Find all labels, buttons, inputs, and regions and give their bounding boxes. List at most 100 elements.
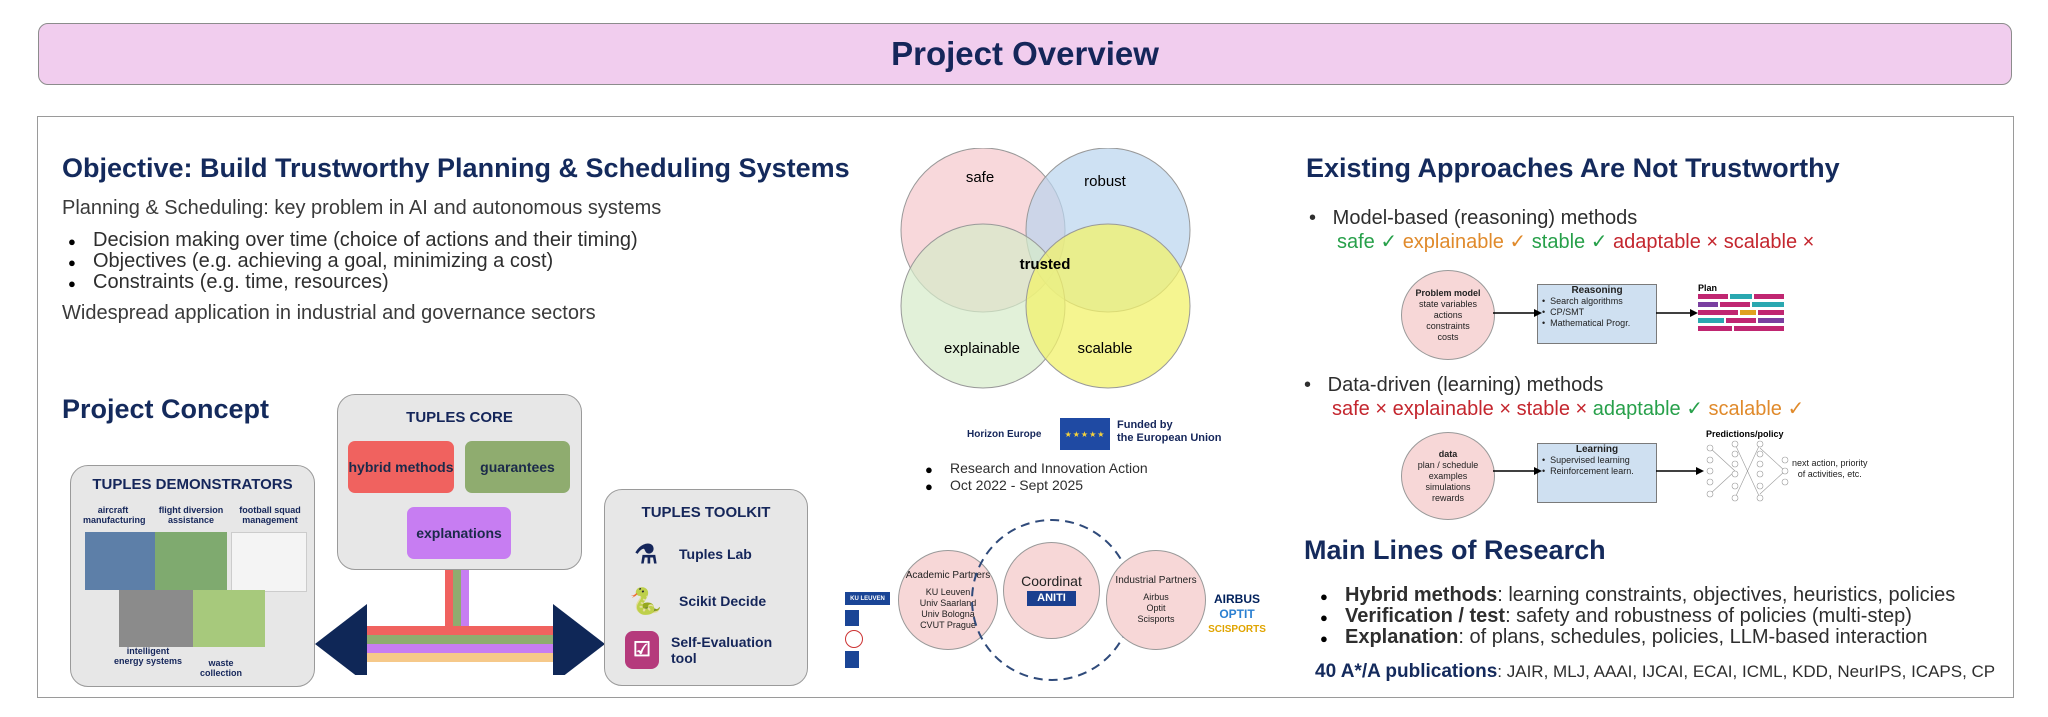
list-item: Constraints (e.g. time, resources) — [68, 272, 638, 295]
ku-leuven-logo: KU LEUVEN — [845, 592, 890, 605]
scisports-logo: SCISPORTS — [1208, 624, 1266, 635]
learning-box: Learning • Supervised learning • Reinfor… — [1537, 443, 1657, 503]
energy-image — [119, 590, 193, 647]
list-item: Explanation: of plans, schedules, polici… — [1320, 627, 1955, 650]
list-item: Objectives (e.g. achieving a goal, minim… — [68, 251, 638, 274]
existing-heading: Existing Approaches Are Not Trustworthy — [1306, 153, 1840, 183]
demo-energy-label: intelligent energy systems — [113, 646, 183, 666]
eu-flag-icon: ★★★★★ — [1060, 418, 1110, 450]
venn-label-scalable: scalable — [1077, 340, 1132, 357]
industrial-logos: AIRBUS OPTIT SCISPORTS — [1208, 592, 1266, 637]
list-item: Hybrid methods: learning constraints, ob… — [1320, 585, 1955, 608]
toolkit-title: TUPLES TOOLKIT — [641, 504, 771, 521]
tag-explainable: explainable ✓ — [1402, 231, 1527, 253]
lab-flask-icon: ⚗ — [634, 538, 658, 569]
data-driven-tags: safe × explainable × stable × adaptable … — [1332, 396, 1804, 421]
model-flow-arrows — [1493, 294, 1784, 331]
airbus-logo: AIRBUS — [1213, 592, 1260, 606]
tag-adaptable: adaptable × — [1613, 231, 1719, 253]
data-flow-arrows — [1493, 440, 1789, 502]
tag-explainable: explainable × — [1392, 398, 1512, 420]
coordinator-circle: Coordinat ANITI — [1003, 542, 1100, 639]
tag-adaptable: adaptable ✓ — [1592, 398, 1703, 420]
content-frame — [37, 116, 2014, 698]
cvut-logo-icon — [845, 651, 859, 668]
tag-scalable: scalable ✓ — [1708, 398, 1805, 420]
list-item: Research and Innovation Action — [925, 460, 1148, 478]
python-icon: 🐍 — [629, 585, 663, 616]
publications-line: 40 A*/A publications: JAIR, MLJ, AAAI, I… — [1315, 661, 1996, 682]
page-title: Project Overview — [891, 35, 1159, 72]
saarland-logo-icon — [845, 610, 859, 626]
demo-football-label: football squad management — [239, 505, 301, 525]
aniti-logo: ANITI — [1027, 590, 1076, 606]
venn-diagram: safe robust trusted explainable scalable — [900, 148, 1191, 389]
football-image — [231, 532, 307, 592]
demo-flight-label: flight diversion assistance — [158, 505, 224, 525]
problem-model-circle: Problem model state variables actions co… — [1401, 270, 1495, 360]
hybrid-methods-pill: hybrid methods — [348, 441, 454, 493]
objective-intro: Planning & Scheduling: key problem in AI… — [62, 197, 662, 219]
tag-stable: stable ✓ — [1531, 231, 1608, 253]
data-circle: data plan / schedule examples simulation… — [1401, 432, 1495, 520]
list-item: Verification / test: safety and robustne… — [1320, 606, 1955, 629]
tool-tuples-lab: ⚗Tuples Lab — [625, 533, 752, 575]
academic-partners-circle: Academic Partners KU Leuven Univ Saarlan… — [898, 550, 998, 650]
plan-gantt-icon — [1698, 294, 1784, 331]
tag-scalable: scalable × — [1723, 231, 1815, 253]
explanations-pill: explanations — [407, 507, 511, 559]
waste-map-image — [193, 590, 265, 647]
research-list: Hybrid methods: learning constraints, ob… — [1313, 585, 1955, 650]
arrow-right-icon — [553, 604, 605, 675]
list-item: Oct 2022 - Sept 2025 — [925, 477, 1148, 495]
connector-purple — [461, 569, 469, 634]
flight-map-image — [155, 532, 227, 590]
demo-aircraft-label: aircraft manufacturing — [83, 505, 146, 525]
tuples-core-box: TUPLES CORE hybrid methods guarantees ex… — [337, 394, 582, 570]
arrow-left-icon — [315, 604, 367, 675]
connector-bar-red — [360, 626, 570, 635]
venn-label-safe: safe — [966, 169, 994, 186]
bologna-logo-icon — [845, 630, 863, 648]
concept-connectors — [315, 569, 605, 675]
connector-green — [453, 569, 461, 634]
horizon-europe-label: Horizon Europe — [967, 429, 1042, 440]
venn-label-trusted: trusted — [1020, 256, 1071, 273]
demo-waste-label: waste collection — [199, 658, 242, 678]
checklist-icon: ☑ — [625, 631, 659, 669]
guarantees-pill: guarantees — [465, 441, 570, 493]
connector-bar-orange — [360, 653, 570, 662]
model-based-label: • Model-based (reasoning) methods — [1309, 207, 1638, 229]
predictions-label: Predictions/policy — [1706, 429, 1784, 439]
list-item: Decision making over time (choice of act… — [68, 230, 638, 253]
connector-bar-purple — [360, 644, 570, 653]
neural-network-icon — [1706, 440, 1789, 502]
objective-heading: Objective: Build Trustworthy Planning & … — [62, 153, 850, 183]
research-heading: Main Lines of Research — [1304, 535, 1606, 565]
data-driven-label: • Data-driven (learning) methods — [1304, 374, 1604, 396]
venn-label-explainable: explainable — [944, 340, 1020, 357]
optit-logo: OPTIT — [1219, 607, 1255, 621]
venn-label-robust: robust — [1084, 173, 1127, 190]
venn-scalable-circle — [1025, 223, 1191, 389]
funding-bullets: Research and Innovation Action Oct 2022 … — [918, 460, 1148, 495]
connector-red — [445, 569, 453, 634]
industrial-partners-circle: Industrial Partners Airbus Optit Scispor… — [1106, 550, 1206, 650]
tag-stable: stable × — [1516, 398, 1588, 420]
title-banner: Project Overview — [38, 23, 2012, 85]
aircraft-image — [85, 532, 155, 590]
objective-outro: Widespread application in industrial and… — [62, 302, 596, 324]
tag-safe: safe ✓ — [1337, 231, 1398, 253]
concept-heading: Project Concept — [62, 394, 270, 424]
plan-label: Plan — [1698, 283, 1718, 293]
reasoning-box: Reasoning • Search algorithms • CP/SMT •… — [1537, 284, 1657, 344]
tool-self-evaluation: ☑Self-Evaluation tool — [625, 631, 795, 669]
model-based-tags: safe ✓ explainable ✓ stable ✓ adaptable … — [1337, 229, 1814, 254]
demonstrators-title: TUPLES DEMONSTRATORS — [92, 476, 293, 493]
tuples-demonstrators-box: TUPLES DEMONSTRATORS aircraft manufactur… — [70, 465, 315, 687]
tuples-toolkit-box: TUPLES TOOLKIT ⚗Tuples Lab 🐍Scikit Decid… — [604, 489, 808, 686]
connector-bar-green — [360, 635, 570, 644]
objective-bullets: Decision making over time (choice of act… — [61, 230, 638, 295]
